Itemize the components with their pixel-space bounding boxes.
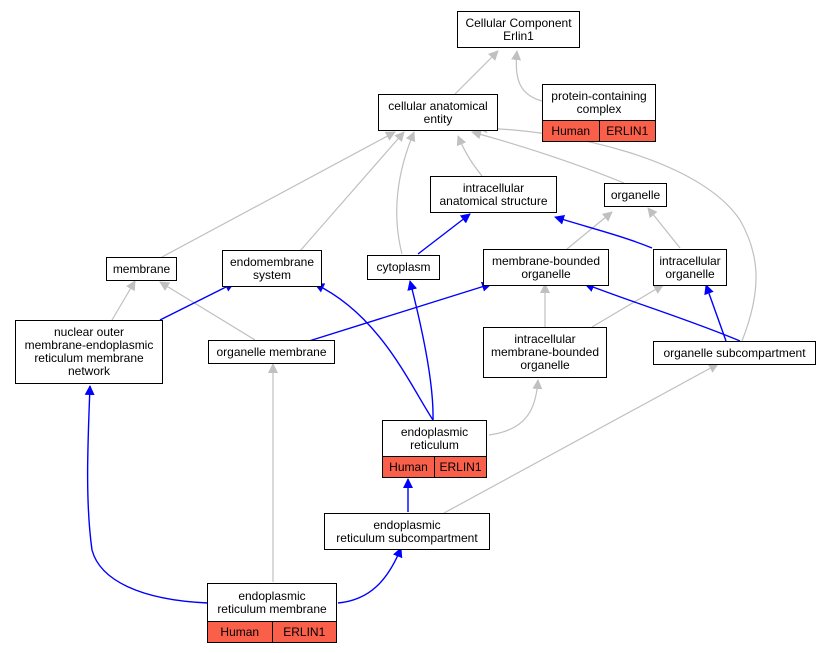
node-label-line: Erlin1: [503, 28, 534, 43]
annotation-row: Human ERLIN1: [543, 120, 655, 141]
annotation-gene: ERLIN1: [434, 457, 486, 477]
node-label-line: intracellular: [659, 253, 721, 268]
edge-membrane-to-entity: [161, 131, 396, 258]
node-intracellular-membrane-bounded-organelle[interactable]: intracellular membrane-bounded organelle: [483, 327, 607, 378]
node-endoplasmic-reticulum[interactable]: endoplasmic reticulum Human ERLIN1: [382, 420, 487, 478]
node-label-line: system: [252, 267, 291, 282]
node-label-line: network: [67, 364, 111, 378]
node-cellular-component-root[interactable]: Cellular Component Erlin1: [457, 11, 580, 48]
annotation-species: Human: [208, 622, 272, 642]
node-label-line: endomembrane: [229, 254, 315, 269]
node-label-line: membrane-bounded: [490, 345, 600, 359]
node-nuclear-outer-membrane-er-network[interactable]: nuclear outer membrane-endoplasmic retic…: [15, 320, 163, 384]
node-label-line: organelle: [520, 358, 570, 372]
node-cytoplasm[interactable]: cytoplasm: [367, 255, 440, 280]
node-label-line: membrane: [112, 261, 171, 276]
edge-nucouter-to-membrane: [111, 280, 136, 321]
node-label-line: endoplasmic: [238, 588, 306, 603]
node-label-line: complex: [576, 101, 622, 116]
node-label-line: entity: [423, 111, 453, 126]
node-intracellular-anatomical-structure[interactable]: intracellular anatomical structure: [430, 176, 557, 213]
annotation-row: Human ERLIN1: [383, 456, 486, 477]
node-protein-containing-complex[interactable]: protein-containing complex Human ERLIN1: [542, 84, 656, 142]
node-label-line: organelle subcompartment: [663, 345, 806, 360]
edge-complex-to-root: [511, 50, 543, 102]
node-label-line: organelle: [665, 266, 715, 281]
edge-organelle-to-entity: [471, 129, 625, 184]
edge-endomembrane-to-entity: [299, 131, 405, 252]
annotation-species: Human: [383, 457, 434, 477]
edge-cytoplasm-partof-intracellular-struct: [417, 213, 471, 255]
node-label-line: cellular anatomical: [388, 98, 488, 113]
annotation-row: Human ERLIN1: [208, 621, 336, 642]
annotation-gene: ERLIN1: [598, 121, 655, 141]
annotation-species: Human: [543, 121, 599, 141]
node-label-line: reticulum membrane: [217, 601, 327, 616]
edge-er-partof-endomembrane: [314, 283, 434, 421]
node-intracellular-organelle[interactable]: intracellular organelle: [653, 249, 727, 286]
node-label-line: intracellular: [514, 332, 576, 346]
edge-mbo-to-organelle: [566, 211, 613, 250]
node-label-line: membrane-endoplasmic: [24, 338, 154, 352]
edge-subcompartment-partof-intracellular-organelle: [704, 284, 727, 342]
node-label-line: reticulum membrane: [34, 351, 144, 365]
node-label-line: endoplasmic: [400, 424, 469, 439]
node-organelle-subcompartment[interactable]: organelle subcompartment: [653, 341, 816, 365]
node-label-line: membrane-bounded: [491, 253, 601, 268]
edge-nucouter-partof-endomembrane: [159, 282, 235, 321]
edge-orgmembrane-to-membrane: [159, 281, 256, 341]
edge-er-to-imbo: [488, 379, 543, 436]
node-endoplasmic-reticulum-subcompartment[interactable]: endoplasmic reticulum subcompartment: [324, 513, 490, 550]
node-label-line: intracellular: [462, 180, 525, 195]
node-label-line: organelle membrane: [216, 344, 327, 359]
node-endoplasmic-reticulum-membrane[interactable]: endoplasmic reticulum membrane Human ERL…: [207, 583, 337, 643]
node-label-line: anatomical structure: [439, 193, 548, 208]
edge-intracellular-struct-to-entity: [456, 135, 483, 177]
node-label-line: Cellular Component: [465, 15, 572, 30]
node-label-line: reticulum subcompartment: [336, 530, 478, 545]
edge-entity-to-root: [454, 50, 499, 95]
node-label-line: nuclear outer: [53, 325, 125, 339]
node-membrane[interactable]: membrane: [106, 257, 177, 281]
edge-imbo-to-intracellular-organelle: [591, 284, 664, 328]
edge-ersub-to-subcompartment: [443, 363, 719, 514]
node-membrane-bounded-organelle[interactable]: membrane-bounded organelle: [483, 249, 609, 286]
edge-orgmembrane-partof-mbo: [308, 281, 492, 342]
node-label-line: endoplasmic: [373, 517, 441, 532]
node-organelle-membrane[interactable]: organelle membrane: [208, 340, 335, 364]
node-label-line: cytoplasm: [376, 260, 431, 274]
annotation-gene: ERLIN1: [271, 622, 336, 642]
node-cellular-anatomical-entity[interactable]: cellular anatomical entity: [378, 94, 498, 131]
edge-cytoplasm-to-entity: [396, 131, 416, 255]
edge-intracellular-organelle-partof-intracellular-struct: [554, 214, 653, 249]
edge-intracellular-organelle-to-organelle: [647, 207, 681, 249]
edge-ermembrane-partof-nucouter: [84, 385, 209, 604]
node-endomembrane-system[interactable]: endomembrane system: [222, 250, 322, 287]
edge-er-partof-cytoplasm: [407, 280, 434, 421]
node-label-line: organelle: [521, 266, 571, 281]
node-label-line: protein-containing: [551, 88, 647, 103]
edge-subcompartment-partof-mbo: [584, 282, 741, 342]
edge-ermembrane-partof-ersub: [337, 547, 403, 604]
node-organelle[interactable]: organelle: [604, 183, 667, 207]
node-label-line: reticulum: [410, 437, 459, 452]
node-label-line: organelle: [610, 187, 661, 202]
